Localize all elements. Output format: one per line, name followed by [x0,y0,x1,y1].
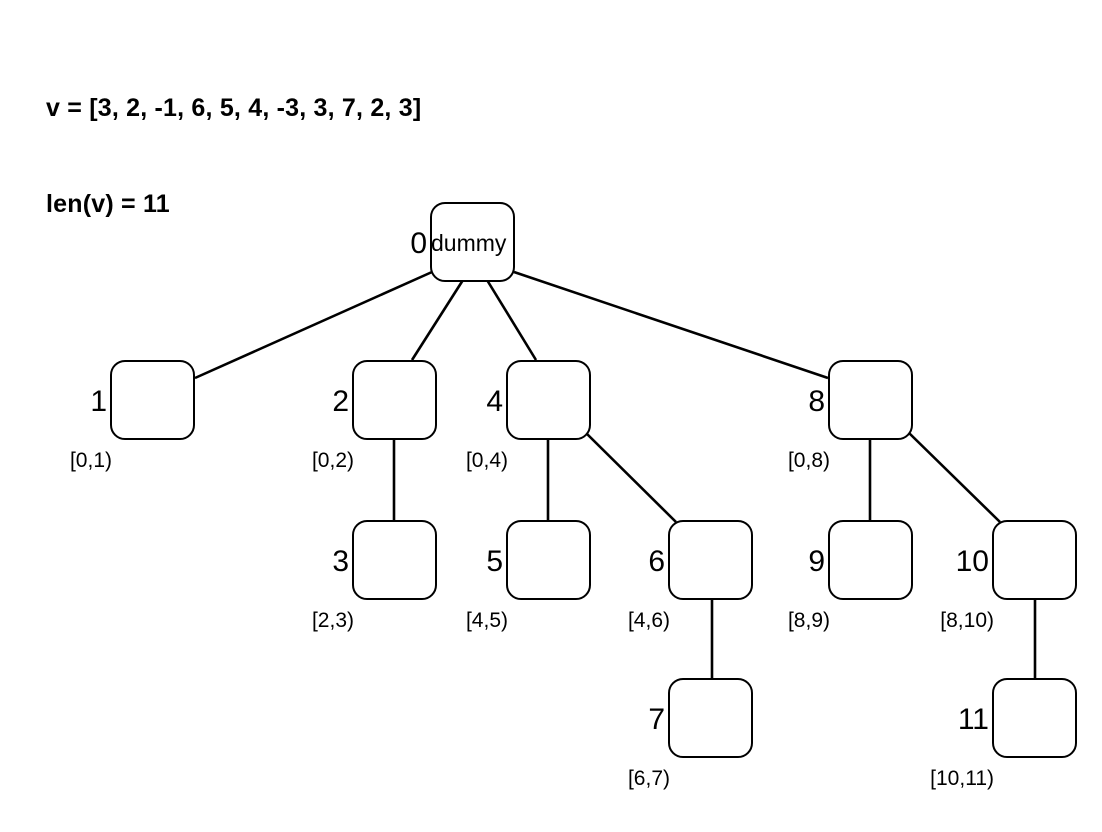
node-range-label-3: [2,3) [311,609,354,632]
node-index-label-1: 1 [90,385,107,418]
tree-node-5[interactable]: 5 [4,5) [466,520,591,631]
node-range-label-7: [6,7) [627,767,670,790]
code-line-length: len(v) = 11 [46,190,170,218]
node-range-label-8: [0,8) [787,449,830,472]
node-box-3[interactable] [352,520,437,600]
node-inner-label-0: dummy [431,230,507,256]
node-index-label-10: 10 [955,545,989,578]
node-range-label-2: [0,2) [311,449,354,472]
tree-node-10[interactable]: 10 [8,10) [940,520,1077,631]
node-box-9[interactable] [828,520,913,600]
node-range-label-5: [4,5) [465,609,508,632]
node-range-label-11: [10,11) [930,767,994,790]
tree-node-4[interactable]: 4 [0,4) [466,360,591,471]
node-index-label-8: 8 [808,385,825,418]
tree-node-8[interactable]: 8 [0,8) [788,360,913,471]
tree-node-11[interactable]: 11 [10,11) [930,678,1077,789]
node-index-label-0: 0 [410,227,427,260]
tree-node-6[interactable]: 6 [4,6) [628,520,753,631]
node-range-label-9: [8,9) [787,609,830,632]
node-index-label-11: 11 [957,703,989,736]
node-box-1[interactable] [110,360,195,440]
node-index-label-2: 2 [332,385,349,418]
node-box-7[interactable] [668,678,753,758]
tree-edge-8-10 [907,431,1001,523]
node-box-2[interactable] [352,360,437,440]
tree-node-3[interactable]: 3 [2,3) [312,520,437,631]
node-box-11[interactable] [992,678,1077,758]
tree-node-9[interactable]: 9 [8,9) [788,520,913,631]
code-header: v = [3, 2, -1, 6, 5, 4, -3, 3, 7, 2, 3] … [46,28,421,284]
node-index-label-3: 3 [332,545,349,578]
tree-node-1[interactable]: 1 [0,1) [70,360,195,471]
tree-edge-0-2 [410,279,465,361]
node-index-label-4: 4 [486,385,503,418]
node-index-label-9: 9 [808,545,825,578]
node-box-5[interactable] [506,520,591,600]
node-index-label-7: 7 [648,703,665,736]
tree-edge-0-4 [485,279,538,361]
node-index-label-6: 6 [648,545,665,578]
node-box-10[interactable] [992,520,1077,600]
node-range-label-4: [0,4) [465,449,508,472]
node-range-label-10: [8,10) [940,609,994,632]
node-range-label-1: [0,1) [69,449,112,472]
tree-node-7[interactable]: 7 [6,7) [628,678,753,789]
tree-node-2[interactable]: 2 [0,2) [312,360,437,471]
node-box-8[interactable] [828,360,913,440]
code-line-array: v = [3, 2, -1, 6, 5, 4, -3, 3, 7, 2, 3] [46,94,422,122]
node-box-4[interactable] [506,360,591,440]
node-box-6[interactable] [668,520,753,600]
node-index-label-5: 5 [486,545,503,578]
node-range-label-6: [4,6) [627,609,670,632]
node-box-0[interactable] [430,202,515,282]
tree-edge-4-6 [584,431,677,523]
